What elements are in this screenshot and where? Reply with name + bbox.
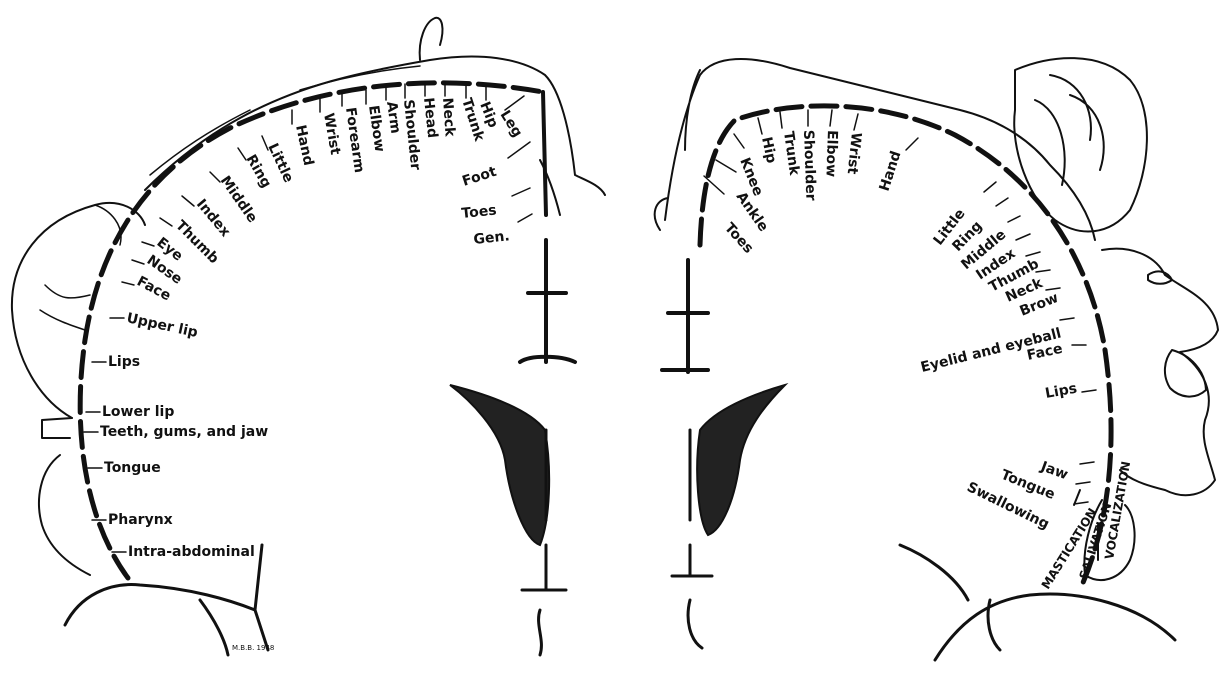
label-teeth-gums-jaw: Teeth, gums, and jaw	[100, 424, 268, 440]
label-neck: Neck	[439, 97, 458, 138]
label-forearm: Forearm	[342, 106, 367, 174]
label-pharynx: Pharynx	[108, 512, 173, 528]
central-structures	[450, 240, 785, 655]
label-wrist-motor: Wrist	[844, 132, 864, 176]
label-foot: Foot	[460, 164, 498, 190]
label-lips: Lips	[108, 354, 140, 370]
sensory-hemisphere: Intra-abdominal Pharynx Tongue Teeth, gu…	[12, 18, 605, 655]
label-head: Head	[420, 97, 440, 139]
label-elbow-motor: Elbow	[822, 130, 840, 178]
left-ventricle	[450, 385, 549, 545]
label-toes-sensory: Toes	[461, 202, 498, 222]
motor-figure-outline	[655, 59, 1095, 240]
motor-hand	[1014, 58, 1147, 231]
label-hand: Hand	[292, 124, 316, 168]
label-trunk-motor: Trunk	[780, 130, 802, 177]
label-shoulder: Shoulder	[400, 99, 423, 171]
sensory-midline	[543, 92, 546, 215]
sensory-figure-outline	[12, 56, 605, 418]
label-toes-motor: Toes	[721, 220, 756, 257]
label-intra-abdominal: Intra-abdominal	[128, 544, 255, 560]
label-gen: Gen.	[473, 228, 511, 248]
label-arm: Arm	[383, 100, 403, 134]
label-shoulder-motor: Shoulder	[800, 130, 818, 201]
label-tongue: Tongue	[104, 460, 161, 476]
artist-signature: M.B.B. 1948	[232, 644, 274, 652]
label-lips-motor: Lips	[1044, 381, 1078, 402]
sensory-brainstem	[65, 545, 268, 655]
label-lower-lip: Lower lip	[102, 404, 174, 420]
sensory-figure-head	[420, 18, 443, 60]
motor-hemisphere: Toes Ankle Knee Hip Trunk Shoulder Elbow…	[655, 58, 1218, 660]
right-ventricle	[697, 385, 785, 535]
label-elbow: Elbow	[365, 104, 387, 153]
motor-brainstem	[900, 545, 1175, 660]
right-fissure	[662, 260, 708, 372]
label-hip-motor: Hip	[758, 136, 779, 165]
label-jaw: Jaw	[1038, 458, 1070, 483]
label-wrist: Wrist	[320, 112, 343, 156]
left-fissure	[520, 240, 575, 362]
label-hand-motor: Hand	[877, 149, 905, 193]
label-upper-lip: Upper lip	[125, 310, 199, 341]
